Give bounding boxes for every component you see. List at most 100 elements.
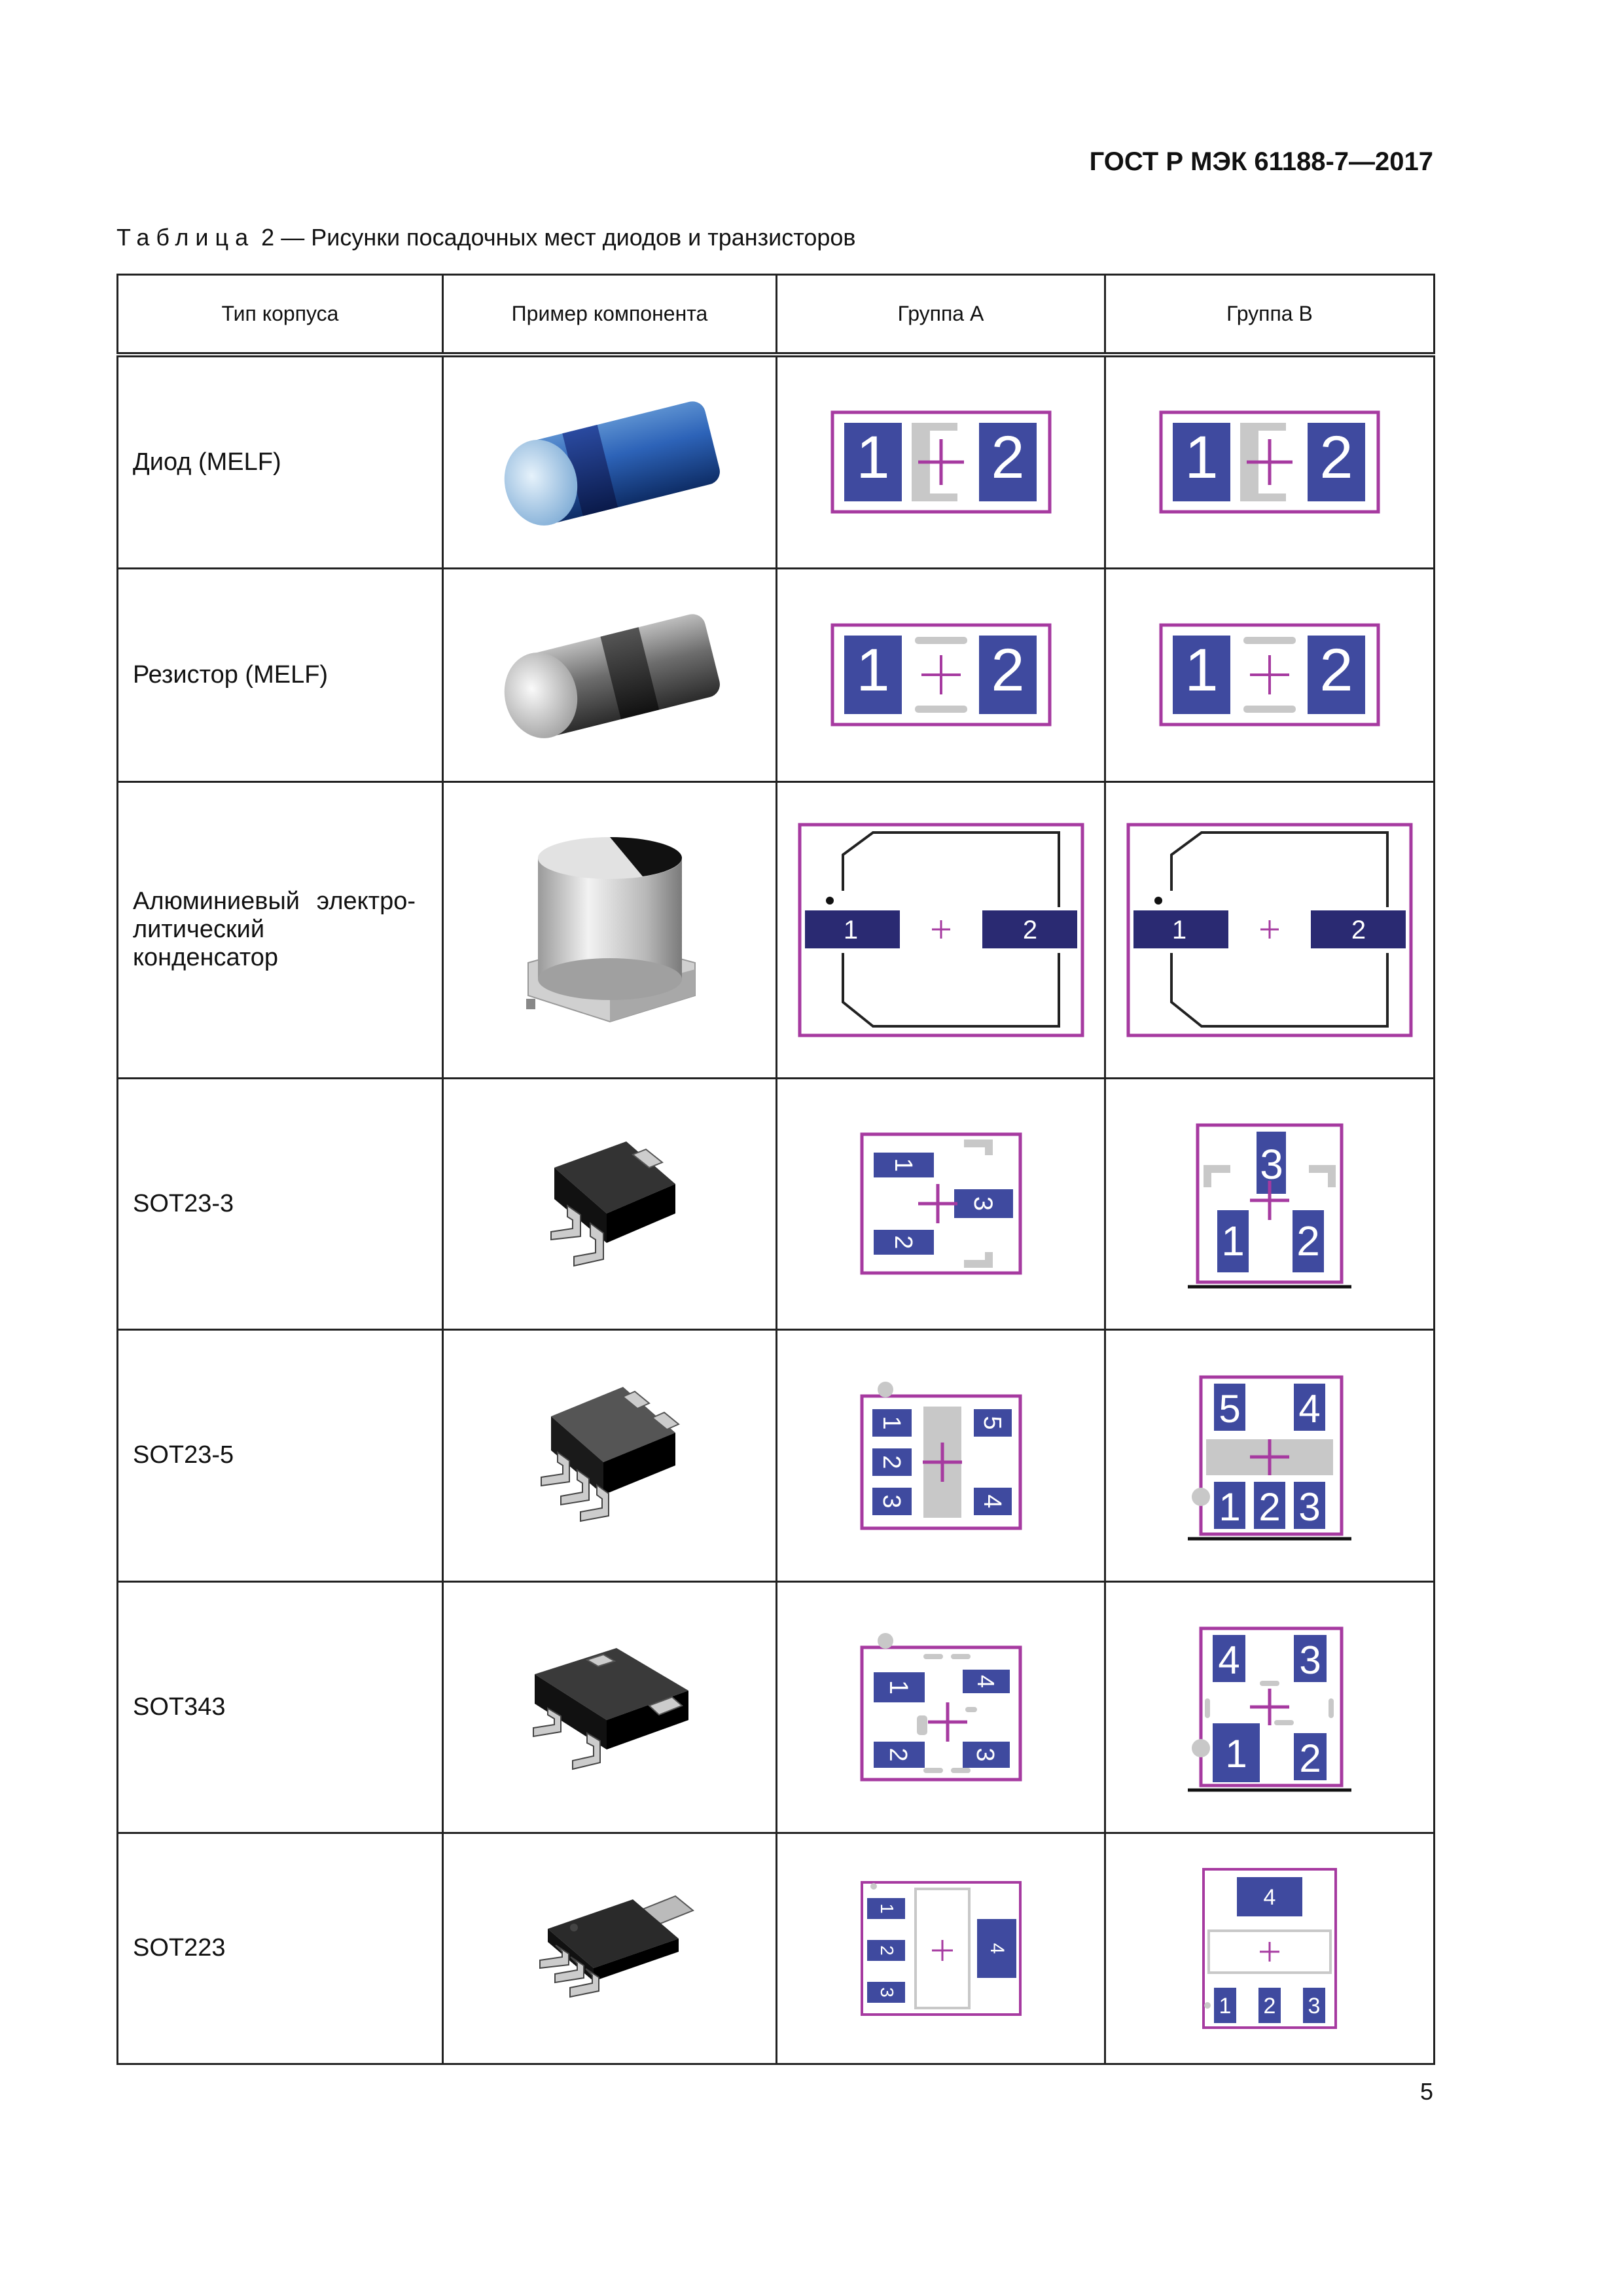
- land-pattern-b: 5 4 1 2 3: [1188, 1375, 1351, 1540]
- svg-text:2: 2: [1319, 424, 1353, 491]
- melf-resistor-image: [504, 614, 720, 738]
- land-pattern-b: 1 2: [1159, 410, 1380, 514]
- land-pattern-b: 4 3 1 2: [1188, 1626, 1351, 1792]
- sot23-3-image: [550, 1141, 675, 1267]
- component-image-cell: [442, 1328, 777, 1583]
- svg-text:3: 3: [1298, 1485, 1320, 1529]
- table-header-row: Тип корпуса Пример компонента Группа A Г…: [116, 274, 1435, 357]
- svg-text:2: 2: [1319, 637, 1353, 704]
- document-code: ГОСТ Р МЭК 61188-7—2017: [1089, 147, 1433, 176]
- land-pattern-a: 1 2 3 4: [860, 1880, 1022, 2016]
- svg-text:1: 1: [889, 1158, 917, 1172]
- pad-2: [1308, 423, 1365, 502]
- caption-text: 2 — Рисунки посадочных мест диодов и тра…: [261, 224, 856, 251]
- package-type-cell: Диод (MELF): [116, 353, 444, 569]
- package-type-cell: Алюминиевый электро- литический конденса…: [116, 780, 444, 1079]
- package-type-cell: Резистор (MELF): [116, 567, 444, 783]
- table-row: SOT343: [116, 1580, 1435, 1834]
- land-pattern-b: 1 2: [1159, 623, 1380, 726]
- svg-text:3: 3: [969, 1196, 997, 1211]
- table-row: SOT23-5: [116, 1328, 1435, 1583]
- header-group-b: Группа B: [1104, 274, 1435, 357]
- group-a-pattern-cell: 1 2 3 4: [776, 1831, 1106, 2065]
- component-image-cell: [442, 567, 777, 783]
- svg-text:2: 2: [877, 1945, 897, 1956]
- svg-text:2: 2: [1299, 1736, 1321, 1780]
- component-image-cell: [442, 1077, 777, 1331]
- table-row: SOT23-3 1: [116, 1077, 1435, 1331]
- svg-text:1: 1: [884, 1680, 913, 1695]
- table-row: Диод (MELF): [116, 353, 1435, 569]
- component-image-cell: [442, 780, 777, 1079]
- svg-text:1: 1: [1219, 1485, 1240, 1529]
- land-pattern-a: 1 2: [830, 410, 1051, 514]
- svg-text:1: 1: [1219, 1994, 1232, 2018]
- group-b-pattern-cell: 5 4 1 2 3: [1104, 1328, 1435, 1583]
- table-row: SOT223: [116, 1831, 1435, 2065]
- svg-text:4: 4: [1264, 1885, 1276, 1910]
- group-b-pattern-cell: 4 1 2 3: [1104, 1831, 1435, 2065]
- sot223-image: [539, 1895, 694, 1998]
- group-b-pattern-cell: 1 2: [1104, 353, 1435, 569]
- svg-text:2: 2: [878, 1455, 905, 1469]
- land-pattern-a: 1 2: [830, 623, 1051, 726]
- sot343-image: [532, 1648, 688, 1770]
- land-pattern-b: 3 1 2: [1188, 1123, 1351, 1289]
- svg-text:1: 1: [843, 916, 857, 944]
- group-a-pattern-cell: 1 2: [776, 780, 1106, 1079]
- header-component-example: Пример компонента: [442, 274, 777, 357]
- svg-text:2: 2: [1258, 1485, 1280, 1529]
- svg-text:2: 2: [1296, 1217, 1320, 1265]
- sot23-5-image: [540, 1386, 680, 1522]
- group-a-pattern-cell: 1 2 3 4: [776, 1580, 1106, 1834]
- svg-text:2: 2: [1264, 1994, 1276, 2018]
- package-type-cell: SOT23-5: [116, 1328, 444, 1583]
- svg-text:1: 1: [877, 1903, 897, 1914]
- land-pattern-a: 1 2 3 4: [860, 1633, 1022, 1782]
- svg-text:1: 1: [1172, 916, 1186, 944]
- land-pattern-a: 1 2 3: [860, 1132, 1022, 1275]
- component-image-cell: [442, 353, 777, 569]
- svg-text:1: 1: [856, 637, 889, 704]
- svg-text:4: 4: [1218, 1638, 1240, 1682]
- svg-text:1: 1: [878, 1416, 905, 1429]
- group-a-pattern-cell: 1 2: [776, 567, 1106, 783]
- package-type-cell: SOT23-3: [116, 1077, 444, 1331]
- table-row: Алюминиевый электро- литический конденса…: [116, 780, 1435, 1079]
- pad-1: [844, 423, 902, 502]
- group-b-pattern-cell: 1 2: [1104, 567, 1435, 783]
- svg-text:4: 4: [978, 1494, 1006, 1508]
- svg-text:3: 3: [878, 1494, 905, 1508]
- svg-text:1: 1: [856, 424, 889, 491]
- land-pattern-b: 4 1 2 3: [1202, 1867, 1337, 2029]
- svg-text:3: 3: [877, 1987, 897, 1998]
- package-type-line: Алюминиевый электро-: [133, 888, 416, 915]
- table-row: Резистор (MELF): [116, 567, 1435, 783]
- svg-text:4: 4: [1298, 1387, 1320, 1431]
- svg-text:2: 2: [991, 637, 1024, 704]
- svg-text:2: 2: [1022, 916, 1037, 944]
- group-a-pattern-cell: 1 2 3: [776, 1077, 1106, 1331]
- package-type-cell: SOT223: [116, 1831, 444, 2065]
- header-group-a: Группа A: [776, 274, 1106, 357]
- svg-text:2: 2: [889, 1235, 917, 1249]
- svg-text:2: 2: [991, 424, 1024, 491]
- svg-text:5: 5: [978, 1416, 1006, 1429]
- group-b-pattern-cell: 4 3 1 2: [1104, 1580, 1435, 1834]
- svg-text:4: 4: [972, 1675, 999, 1688]
- melf-diode-image: [504, 401, 720, 526]
- svg-text:5: 5: [1219, 1387, 1240, 1431]
- svg-text:1: 1: [1225, 1732, 1247, 1776]
- component-image-cell: [442, 1580, 777, 1834]
- svg-text:4: 4: [986, 1943, 1008, 1954]
- electrolytic-capacitor-image: [526, 836, 696, 1022]
- land-pattern-a: 1 2: [798, 823, 1084, 1037]
- svg-text:1: 1: [1185, 424, 1218, 491]
- caption-lead: Таблица: [116, 224, 255, 251]
- pad-1: [1173, 423, 1230, 502]
- svg-text:3: 3: [971, 1748, 999, 1761]
- package-type-cell: SOT343: [116, 1580, 444, 1834]
- table-caption: Таблица 2 — Рисунки посадочных мест диод…: [116, 224, 856, 251]
- svg-text:3: 3: [1260, 1141, 1283, 1188]
- svg-text:2: 2: [1351, 916, 1366, 944]
